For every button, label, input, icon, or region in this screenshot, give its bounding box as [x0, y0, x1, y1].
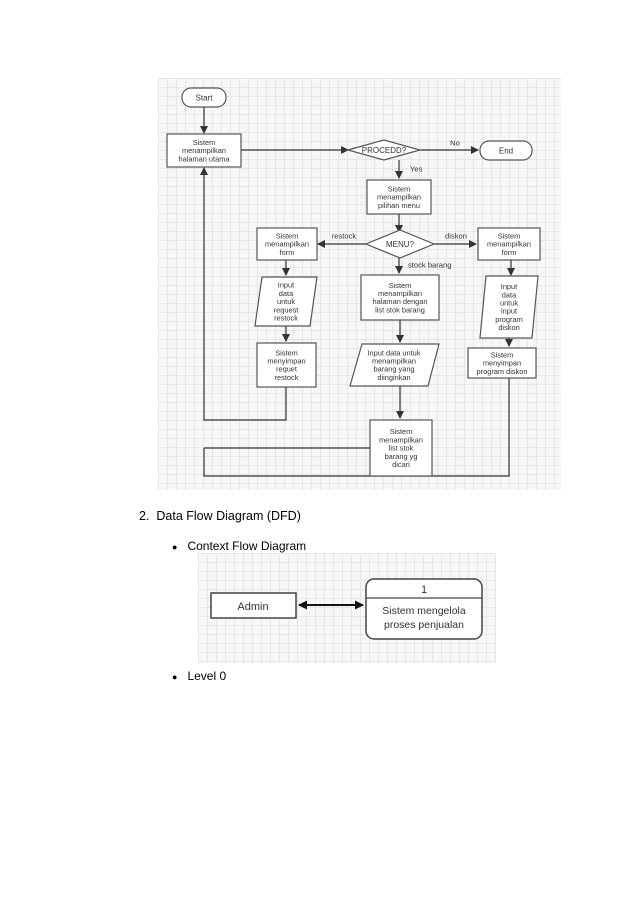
show-searched-label: barang yg: [385, 452, 418, 461]
arrow-save-restock-back: [200, 167, 287, 421]
input-restock-label: request: [274, 305, 299, 314]
context-diagram-svg: Admin 1 Sistem mengelola proses penjuala…: [210, 578, 483, 640]
parallelogram-input-barang: [349, 343, 440, 387]
process-1: [365, 578, 483, 640]
input-barang-label: menampilkan: [372, 356, 416, 365]
input-restock-label: untuk: [277, 297, 295, 306]
show-menu-label: menampilkan: [377, 193, 421, 202]
box-form-right: [477, 227, 541, 261]
yes-label: Yes: [410, 165, 423, 174]
stock-page-label: Sistem: [389, 281, 412, 290]
process-label-line2: proses penjualan: [384, 619, 464, 631]
box-form-left: [256, 227, 318, 261]
arrow-save-diskon-back: [203, 378, 510, 477]
form-left-label: Sistem: [276, 231, 299, 240]
show-searched-label: list stok: [389, 444, 414, 453]
context-diagram-figure: Admin 1 Sistem mengelola proses penjuala…: [198, 553, 496, 663]
end-label: End: [499, 146, 513, 155]
entity-admin: [210, 592, 297, 619]
box-save-diskon: [467, 347, 537, 379]
input-restock-label: data: [279, 289, 294, 298]
show-main-label: Sistem: [193, 138, 216, 147]
save-diskon-label: Sistem: [491, 350, 514, 359]
stock-page-label: list stok barang: [375, 305, 425, 314]
parallelogram-input-diskon: [479, 275, 539, 339]
save-restock-label: Sistem: [275, 348, 298, 357]
input-barang-label: Input data untuk: [367, 348, 420, 357]
show-main-label: menampilkan: [182, 146, 226, 155]
start-label: Start: [196, 93, 214, 102]
decision-menu: [364, 229, 436, 259]
bullet-level0-label: Level 0: [187, 669, 227, 683]
entity-admin-label: Admin: [237, 601, 268, 613]
input-diskon-label: data: [502, 290, 517, 299]
input-diskon-label: input: [501, 307, 517, 316]
save-diskon-label: menyimpan: [483, 359, 521, 368]
decision-proceed: [345, 139, 423, 161]
show-menu-label: Sistem: [388, 184, 411, 193]
section-number: 2.: [139, 509, 150, 523]
input-barang-label: barang yang: [373, 365, 414, 374]
form-right-label: menampilkan: [487, 240, 531, 249]
diskon-label: diskon: [445, 232, 467, 241]
bullet-context-label: Context Flow Diagram: [187, 539, 307, 553]
input-diskon-label: untuk: [500, 298, 518, 307]
box-save-restock: [256, 342, 317, 388]
box-show-searched: [369, 419, 433, 477]
save-diskon-label: program diskon: [477, 367, 528, 376]
bullet-level0: ● Level 0: [172, 670, 226, 683]
box-show-main: [166, 133, 242, 168]
stock-page-label: halaman dengan: [372, 297, 427, 306]
bullet-symbol: ●: [172, 542, 178, 552]
show-menu-label: pilihan menu: [378, 201, 420, 210]
no-label: No: [450, 139, 460, 148]
stock-page-label: menampilkan: [378, 289, 422, 298]
input-diskon-label: diskon: [498, 323, 519, 332]
input-diskon-label: program: [495, 315, 523, 324]
process-number: 1: [421, 584, 427, 596]
parallelogram-input-restock: [254, 276, 318, 327]
show-main-label: halaman utama: [179, 154, 231, 163]
form-left-label: menampilkan: [265, 240, 309, 249]
input-diskon-label: Input: [501, 282, 517, 291]
bullet-context: ● Context Flow Diagram: [172, 540, 306, 553]
section-title: Data Flow Diagram (DFD): [156, 509, 301, 523]
stock-barang-label: stock barang: [408, 261, 451, 270]
save-restock-label: restock: [275, 373, 299, 382]
input-barang-label: diinginkan: [377, 373, 410, 382]
save-restock-label: menyimpan: [267, 356, 305, 365]
process-label-line1: Sistem mengelola: [382, 605, 466, 617]
connectors: [200, 107, 515, 477]
box-show-menu: [366, 179, 432, 215]
form-right-label: Sistem: [498, 231, 521, 240]
form-left-label: form: [280, 248, 295, 257]
end-terminator: [479, 140, 533, 161]
save-restock-label: requet: [276, 365, 297, 374]
form-right-label: form: [502, 248, 517, 257]
bullet-symbol: ●: [172, 672, 178, 682]
input-restock-label: Input: [278, 281, 294, 290]
menu-label: MENU?: [386, 240, 415, 249]
restock-label: restock: [332, 232, 357, 241]
box-stock-page: [360, 274, 440, 321]
show-searched-label: dicari: [392, 460, 410, 469]
show-searched-label: menampilkan: [379, 435, 423, 444]
input-restock-label: restock: [274, 313, 298, 322]
start-terminator: [181, 87, 227, 108]
section-heading: 2. Data Flow Diagram (DFD): [139, 509, 301, 523]
proceed-label: PROCEDD?: [362, 146, 407, 155]
show-searched-label: Sistem: [390, 427, 413, 436]
